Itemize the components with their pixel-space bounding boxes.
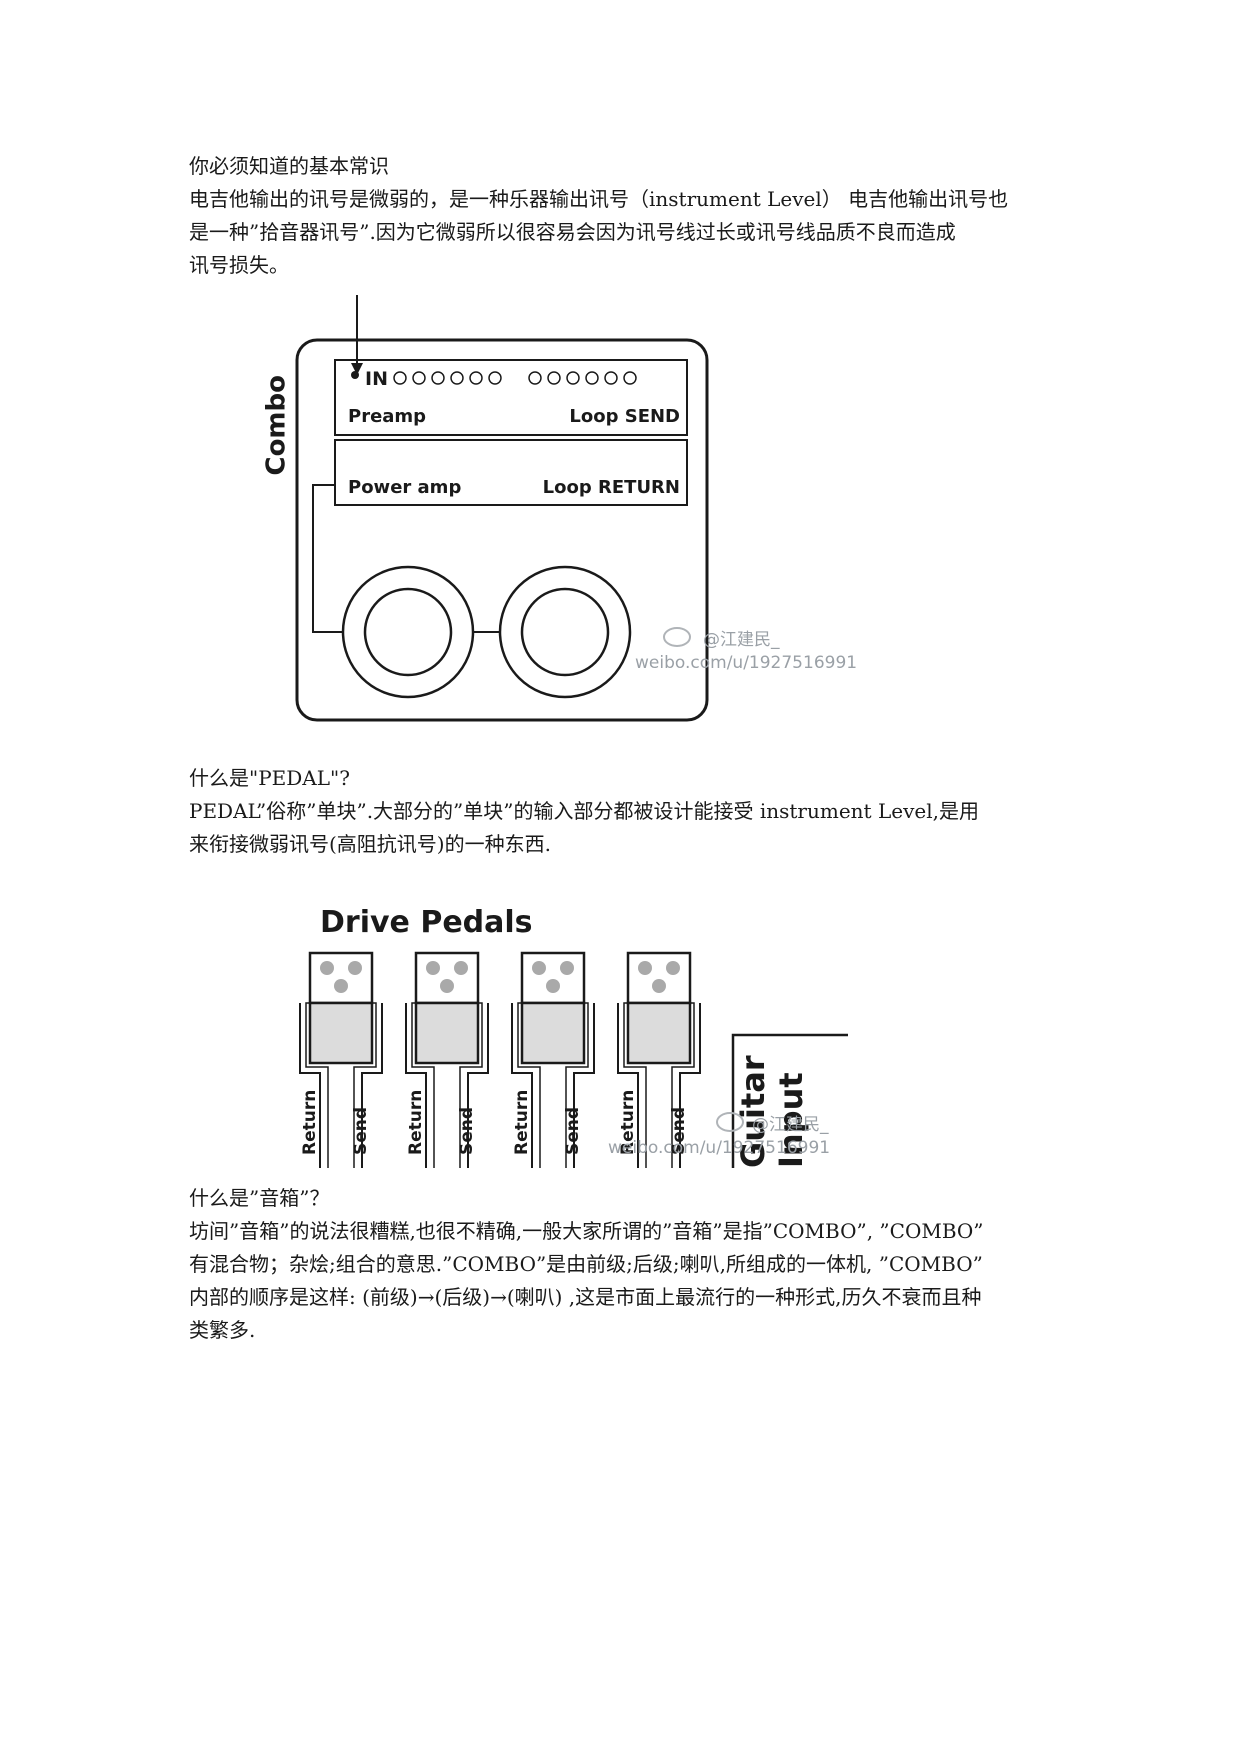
paragraph-line: 来衔接微弱讯号(高阻抗讯号)的一种东西. — [189, 832, 551, 856]
return-label: Return — [406, 1090, 426, 1155]
pedal-unit — [405, 951, 489, 1168]
power-amp-label: Power amp — [348, 477, 461, 498]
combo-side-label: Combo — [262, 375, 292, 476]
drive-pedals-title: Drive Pedals — [320, 905, 533, 940]
speaker-wire — [312, 484, 343, 633]
speaker-left — [341, 565, 475, 699]
preamp-knobs — [393, 371, 637, 385]
return-label: Return — [618, 1090, 638, 1155]
send-label: Send — [457, 1107, 477, 1155]
pedal-unit — [617, 951, 701, 1168]
weibo-icon — [716, 1112, 744, 1132]
preamp-box — [334, 359, 688, 436]
paragraph-line: 电吉他输出的讯号是微弱的，是一种乐器输出讯号（instrument Level）… — [189, 187, 1009, 211]
preamp-label: Preamp — [348, 406, 426, 427]
section-what-is-cabinet: 什么是”音箱”？ 坊间”音箱”的说法很糟糕,也很不精确,一般大家所谓的”音箱”是… — [189, 1182, 1063, 1347]
weibo-watermark: @江建民_ weibo.com/u/1927516991 — [608, 1112, 830, 1158]
watermark-url: weibo.com/u/1927516991 — [635, 653, 857, 673]
return-label: Return — [512, 1090, 532, 1155]
paragraph-line: 坊间”音箱”的说法很糟糕,也很不精确,一般大家所谓的”音箱”是指”COMBO”,… — [189, 1219, 984, 1243]
watermark-handle: @江建民_ — [752, 1115, 829, 1135]
drive-pedals-diagram: Drive Pedals Return Send — [290, 890, 870, 1180]
weibo-watermark: @江建民_ weibo.com/u/1927516991 — [635, 627, 857, 673]
combo-cabinet — [295, 338, 709, 722]
return-label: Return — [300, 1090, 320, 1155]
section-heading: 什么是”音箱”？ — [189, 1186, 330, 1210]
watermark-handle: @江建民_ — [703, 630, 780, 650]
signal-arrow-head — [351, 363, 363, 375]
input-jack-dot — [351, 371, 359, 379]
section-heading: 什么是"PEDAL"? — [189, 766, 350, 790]
paragraph-line: 是一种”拾音器讯号”.因为它微弱所以很容易会因为讯号线过长或讯号线品质不良而造成 — [189, 220, 956, 244]
weibo-icon — [663, 627, 691, 647]
speaker-right — [498, 565, 632, 699]
loop-return-label: Loop RETURN — [543, 477, 680, 498]
send-label: Send — [351, 1107, 371, 1155]
loop-send-label: Loop SEND — [569, 406, 680, 427]
paragraph-line: 讯号损失。 — [189, 253, 289, 277]
in-label: IN — [365, 368, 388, 390]
section-what-is-pedal: 什么是"PEDAL"? PEDAL”俗称”单块”.大部分的”单块”的输入部分都被… — [189, 762, 1063, 861]
section-heading: 你必须知道的基本常识 — [189, 154, 389, 178]
input-label: Input — [772, 1072, 810, 1168]
paragraph-line: 内部的顺序是这样: (前级)→(后级)→(喇叭) ,这是市面上最流行的一种形式,… — [189, 1285, 982, 1309]
send-label: Send — [563, 1107, 583, 1155]
combo-diagram: Combo IN Preamp Loop SEND Power amp Loop… — [255, 295, 895, 755]
guitar-label: Guitar — [734, 1055, 772, 1168]
paragraph-line: PEDAL”俗称”单块”.大部分的”单块”的输入部分都被设计能接受 instru… — [189, 799, 979, 823]
pedal-unit — [511, 951, 595, 1168]
paragraph-line: 类繁多. — [189, 1318, 256, 1342]
guitar-input-box — [731, 1033, 848, 1168]
pedal-unit — [299, 951, 383, 1168]
section-basic-knowledge: 你必须知道的基本常识 电吉他输出的讯号是微弱的，是一种乐器输出讯号（instru… — [189, 150, 1063, 282]
power-amp-box — [334, 439, 688, 506]
send-label: Send — [669, 1107, 689, 1155]
watermark-url: weibo.com/u/1927516991 — [608, 1138, 830, 1158]
paragraph-line: 有混合物；杂烩;组合的意思.”COMBO”是由前级;后级;喇叭,所组成的一体机,… — [189, 1252, 983, 1276]
